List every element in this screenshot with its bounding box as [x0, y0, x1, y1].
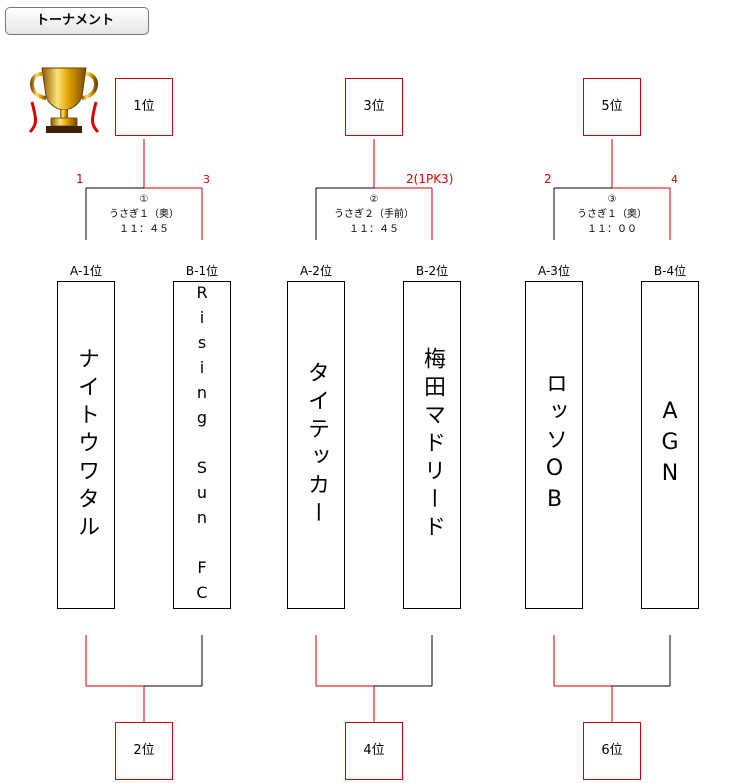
page-title: トーナメント — [5, 7, 149, 35]
team-card: タイテッカー — [287, 281, 345, 609]
match-time: １１：００ — [587, 224, 637, 235]
score-left: 1 — [76, 172, 84, 186]
team-card: AGN — [641, 281, 699, 609]
score-right: 4 — [671, 173, 678, 186]
team-name: AGN — [657, 398, 683, 492]
seed-label: A-3位 — [538, 264, 570, 278]
score-left: 2 — [544, 172, 552, 186]
match-time: １１：４５ — [119, 224, 169, 235]
rank-box-2nd: 2位 — [115, 722, 173, 780]
seed-label: A-2位 — [300, 264, 332, 278]
match-info: ② うさぎ２（手前） １１：４５ — [315, 192, 433, 237]
team-card: ナイトウワタル — [57, 281, 115, 609]
rank-box-6th: 6位 — [583, 722, 641, 780]
seed-label: B-1位 — [185, 264, 219, 278]
team-name: 梅田マドリード — [420, 347, 445, 543]
seed-label: B-2位 — [415, 264, 449, 278]
match-venue: うさぎ１（奥） — [577, 209, 647, 220]
seed-label: B-4位 — [653, 264, 687, 278]
score-right: 2(1PK3) — [406, 172, 454, 186]
match-venue: うさぎ１（奥） — [109, 209, 179, 220]
match-number: ② — [369, 194, 379, 205]
team-card: ロッソOB — [525, 281, 583, 609]
match-info: ① うさぎ１（奥） １１：４５ — [85, 192, 203, 237]
match-time: １１：４５ — [349, 224, 399, 235]
team-name: タイテッカー — [304, 361, 329, 529]
match-venue: うさぎ２（手前） — [334, 209, 414, 220]
team-name: ナイトウワタル — [74, 347, 99, 543]
rank-box-4th: 4位 — [345, 722, 403, 780]
match-number: ③ — [607, 194, 617, 205]
match-number: ① — [139, 194, 149, 205]
trophy-icon — [28, 67, 100, 134]
rank-box-5th: 5位 — [583, 78, 641, 136]
seed-label: A-1位 — [70, 264, 102, 278]
score-right: 3 — [203, 173, 210, 186]
rank-box-1st: 1位 — [115, 78, 173, 136]
rank-box-3rd: 3位 — [345, 78, 403, 136]
team-name: Rising Sun FC — [192, 282, 212, 608]
team-name: ロッソOB — [542, 372, 567, 518]
match-info: ③ うさぎ１（奥） １１：００ — [553, 192, 671, 237]
team-card: Rising Sun FC — [173, 281, 231, 609]
team-card: 梅田マドリード — [403, 281, 461, 609]
